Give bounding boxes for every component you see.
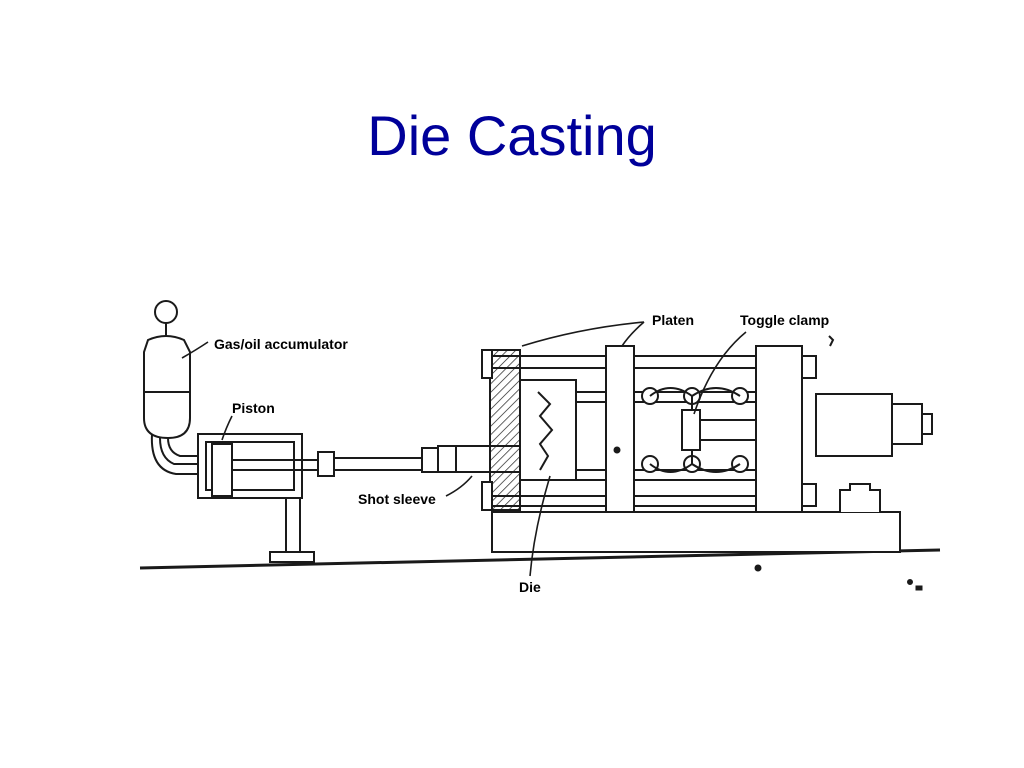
stationary-platen <box>481 349 521 511</box>
leader-platen-b <box>621 321 645 347</box>
speck <box>915 585 923 591</box>
label-die: Die <box>519 579 541 595</box>
die <box>519 379 577 481</box>
label-shot-sleeve: Shot sleeve <box>358 491 436 507</box>
label-piston: Piston <box>232 400 275 416</box>
gas-oil-accumulator <box>143 300 206 475</box>
moving-platen <box>605 345 635 513</box>
slide-title: Die Casting <box>367 104 657 167</box>
speck <box>828 335 835 347</box>
label-accumulator: Gas/oil accumulator <box>214 336 348 352</box>
toggle-clamp <box>641 387 756 473</box>
machine-base <box>491 483 901 553</box>
leader-shot-sleeve <box>445 475 473 497</box>
leader-piston <box>221 415 233 441</box>
label-platen: Platen <box>652 312 694 328</box>
leader-toggle-clamp <box>693 331 747 415</box>
leader-die <box>529 475 551 577</box>
speck <box>754 564 762 572</box>
leader-accumulator <box>181 341 209 359</box>
rear-platen <box>755 345 933 513</box>
label-toggle-clamp: Toggle clamp <box>740 312 829 328</box>
piston-rod <box>317 447 439 477</box>
speck <box>907 579 913 585</box>
piston-cylinder <box>197 433 318 563</box>
leader-platen-a <box>521 321 645 347</box>
